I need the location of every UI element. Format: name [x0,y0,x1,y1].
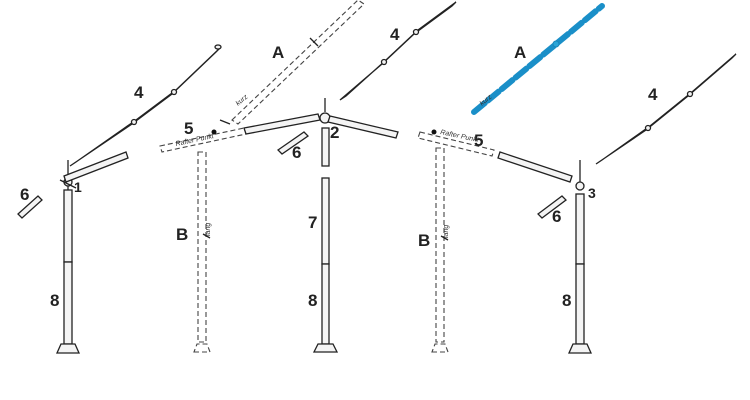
text-lang-left: lang [205,223,212,236]
text-kurz-left: kurz [235,93,250,107]
right-short-pole-6 [537,195,567,219]
left-short-pole-6 [17,195,43,219]
label-4-right: 4 [648,85,658,104]
right-upright [567,160,593,354]
label-4-left: 4 [134,83,144,102]
center-short-pole-6 [276,131,310,155]
label-b-right: B [418,231,430,250]
left-dashed-a-pole [231,0,365,125]
text-rafter-left: Rafter Punkt [175,133,216,148]
label-1: 1 [74,179,82,195]
text-lang-right: lang [443,225,450,238]
label-2: 2 [330,123,339,142]
label-8-mid: 8 [308,291,317,310]
center-upright [312,98,339,353]
label-6-right: 6 [552,207,561,226]
label-5-left: 5 [184,119,193,138]
label-7: 7 [308,213,317,232]
right-dashed-b-support [431,147,449,353]
label-6-mid: 6 [292,143,301,162]
center-right-rafter [327,115,399,139]
left-upright [55,160,81,354]
label-a-left: A [272,43,284,62]
right-roof-pole-4 [595,53,737,165]
center-left-rafter [243,113,321,135]
label-8-left: 8 [50,291,59,310]
left-dashed-b-support [193,151,211,353]
right-blue-a-pole [471,3,605,115]
left-roof-pole-4 [69,44,222,167]
label-8-right: 8 [562,291,571,310]
right-lower-rafter [497,151,573,183]
label-b-left: B [176,225,188,244]
left-lower-rafter [63,151,129,183]
label-5-right: 5 [474,131,483,150]
right-dashed-rafter-5 [417,129,495,157]
label-3: 3 [588,185,596,201]
center-roof-pole-4 [339,1,457,101]
label-a-right: A [514,43,526,62]
label-6-left: 6 [20,185,29,204]
label-4-mid: 4 [390,25,400,44]
